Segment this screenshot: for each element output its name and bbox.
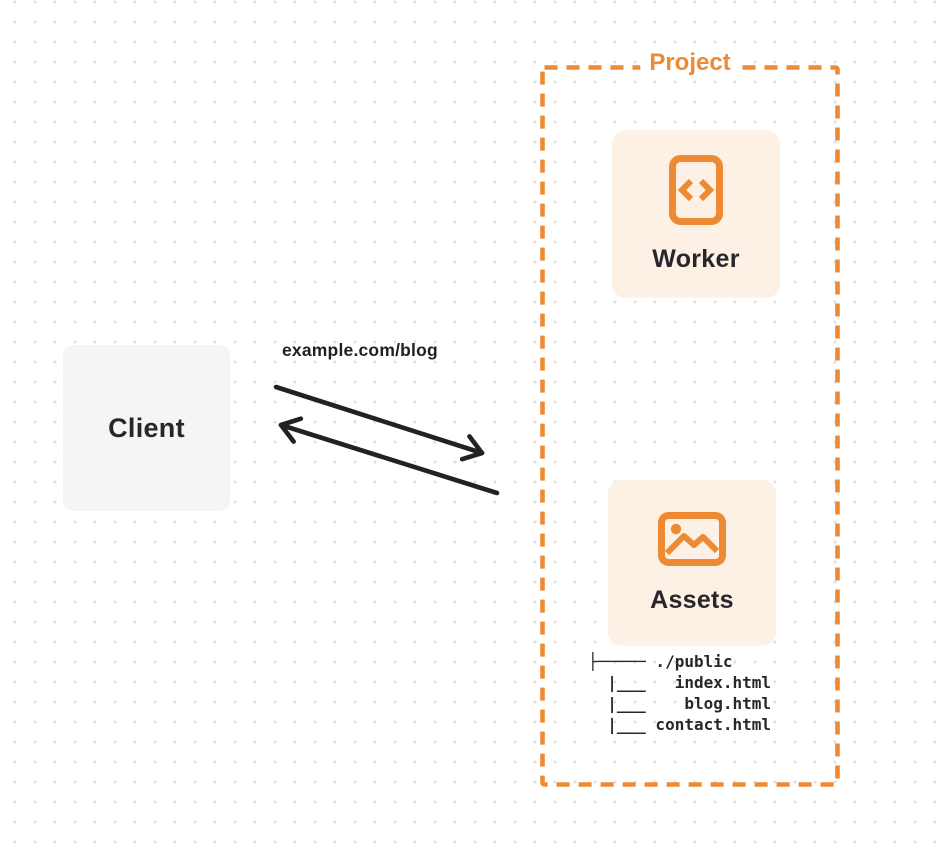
assets-file-tree: ├───── ./public |___ index.html |___ blo…: [588, 651, 771, 735]
request-url-label: example.com/blog: [282, 340, 438, 360]
client-node: Client: [63, 345, 230, 511]
project-dashed-border: [540, 65, 840, 787]
worker-label: Worker: [652, 244, 740, 273]
tree-line-index: |___ index.html: [588, 673, 772, 692]
response-arrow: [278, 416, 500, 496]
client-label: Client: [108, 412, 185, 443]
worker-node: Worker: [612, 130, 780, 298]
tree-line-public: ├───── ./public: [588, 652, 733, 671]
assets-node: Assets: [608, 480, 776, 646]
assets-label: Assets: [650, 585, 734, 614]
project-title: Project: [640, 48, 740, 78]
project-boundary: Project Worker Assets ├───── ./public |_…: [540, 48, 840, 787]
tree-line-contact: |___ contact.html: [588, 715, 772, 734]
tree-line-blog: |___ blog.html: [588, 694, 772, 713]
code-icon: [669, 154, 723, 225]
request-arrow: [273, 384, 485, 462]
image-icon: [658, 511, 726, 566]
